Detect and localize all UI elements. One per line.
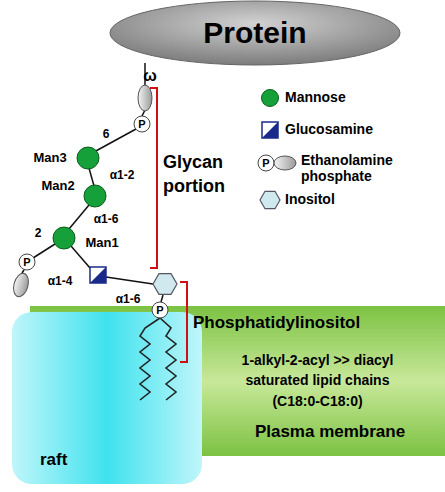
node-text: Plasma membrane [230,420,430,445]
protein-ellipse: Protein [110,1,404,65]
phosphate-circle [134,116,150,132]
legend-text: Ethanolamine phosphate [301,152,441,184]
linkage-position: 6 [103,128,110,142]
phosphate-label: P [138,118,145,131]
phosphate-circle [152,302,168,318]
glycan-chain [33,63,163,302]
legend-ethanolamine [274,156,296,170]
node-text: Protein [110,1,400,65]
legend-text: Inositol [285,191,335,207]
sugar-name: Man3 [33,151,66,166]
ethanolamine-oval [11,272,31,299]
linkage-label: α1-6 [94,213,119,227]
linkage-position: 2 [35,227,42,241]
raft-region: raft [12,312,202,484]
legend-text: Mannose [285,89,346,105]
mannose-circle [84,185,106,207]
mannose-circle [53,227,75,249]
linkage-label: α1-4 [48,275,73,289]
node-text: 1-alkyl-2-acyl >> diacyl saturated lipid… [220,350,415,411]
glucosamine-square [90,267,106,283]
legend-inositol [260,191,280,208]
sugar-name: Man1 [85,236,118,251]
legend-glucosamine [262,122,278,138]
phosphate-label: P [262,157,269,170]
phosphate-label: P [156,304,163,317]
legend-swatch [261,89,279,107]
inositol-hexagon [153,274,177,295]
node-text: raft [40,450,67,470]
phosphate-label: P [23,256,30,269]
omega-label: ω [143,67,157,85]
legend-text: Glucosamine [285,121,373,137]
raft-region [12,312,202,484]
bracket-label: Glycan portion [163,150,243,199]
bracket-label: Phosphatidylinositol [193,312,360,335]
bracket [150,88,187,362]
ethanolamine-oval [138,85,152,111]
linkage-label: α1-6 [116,293,141,307]
mannose-circle [77,147,99,169]
sugar-name: Man2 [41,179,74,194]
protein-ellipse [110,1,400,65]
lipid-chains [140,318,176,400]
linkage-label: α1-2 [110,169,135,183]
legend-glucosamine [262,122,278,138]
legend-phosphate [258,155,274,171]
glucosamine-square [90,267,106,283]
phosphate-circle [19,254,35,270]
